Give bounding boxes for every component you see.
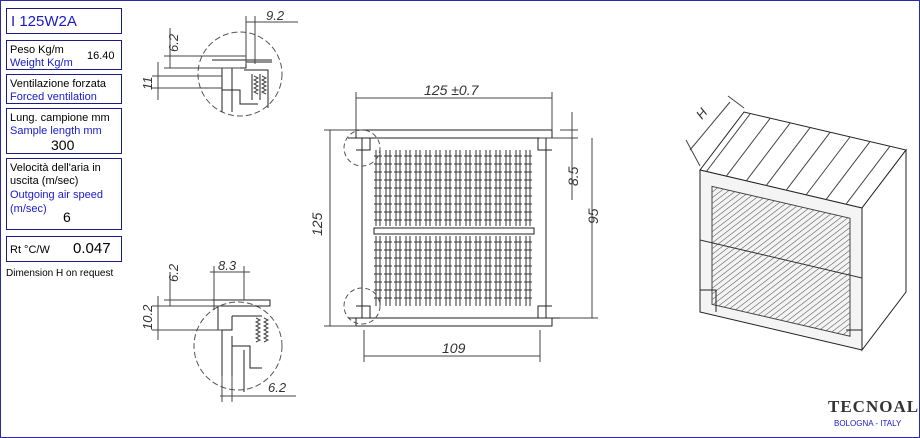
- title-box: I 125W2A: [6, 8, 122, 34]
- fin: [454, 236, 462, 306]
- iso-top-groove: [805, 136, 851, 196]
- dimension-note: Dimension H on request: [6, 268, 114, 279]
- product-code: I 125W2A: [11, 13, 77, 30]
- ventilation-box: Ventilazione forzata Forced ventilation: [6, 74, 122, 104]
- bottom-width-dim: 8.3: [218, 258, 237, 273]
- fin: [394, 236, 402, 306]
- air-speed-label-it-1: Velocità dell'aria in: [10, 162, 101, 174]
- top-detail-view: [152, 16, 298, 117]
- air-speed-label-en-1: Outgoing air speed: [10, 189, 103, 201]
- fin: [484, 236, 492, 306]
- bottom-detail-view: [152, 266, 296, 402]
- fin: [524, 236, 532, 306]
- main-height-dim: 125: [309, 212, 325, 236]
- fin: [424, 236, 432, 306]
- fin: [474, 150, 482, 226]
- fin: [464, 236, 472, 306]
- bottom-foot-dim: 6.2: [268, 380, 287, 395]
- fin: [444, 150, 452, 226]
- fin: [504, 150, 512, 226]
- fin: [404, 150, 412, 226]
- bottom-width-main-dim: 109: [442, 340, 466, 356]
- main-width-dim: 125 ±0.7: [424, 82, 480, 98]
- bottom-h2-dim: 10.2: [140, 304, 155, 330]
- fin: [524, 150, 532, 226]
- weight-box: Peso Kg/m Weight Kg/m 16.40: [6, 40, 122, 70]
- fin: [514, 236, 522, 306]
- fin: [434, 236, 442, 306]
- isometric-view: [685, 95, 907, 352]
- bottom-h1-dim: 6.2: [166, 263, 181, 282]
- rt-label: Rt °C/W: [10, 244, 50, 256]
- iso-top-groove: [765, 127, 811, 187]
- iso-top-groove: [845, 145, 891, 205]
- iso-top-groove: [725, 118, 771, 177]
- air-speed-box: Velocità dell'aria in uscita (m/sec) Out…: [6, 158, 122, 230]
- iso-top-groove: [705, 113, 751, 173]
- fin: [414, 236, 422, 306]
- fin: [434, 150, 442, 226]
- iso-h-dim: H: [693, 105, 711, 122]
- fin: [374, 236, 382, 306]
- fin: [374, 150, 382, 226]
- right-big-dim: 95: [585, 208, 601, 224]
- iso-top-groove: [785, 132, 831, 191]
- fin: [394, 150, 402, 226]
- fin: [514, 150, 522, 226]
- fin: [424, 150, 432, 226]
- fin: [444, 236, 452, 306]
- weight-label-it: Peso Kg/m: [10, 44, 64, 56]
- top-width-dim: 9.2: [266, 8, 285, 23]
- sample-length-box: Lung. campione mm Sample length mm 300: [6, 108, 122, 154]
- fin: [454, 150, 462, 226]
- sample-length-label-it: Lung. campione mm: [10, 112, 110, 124]
- weight-label-en: Weight Kg/m: [10, 57, 73, 69]
- air-speed-value: 6: [63, 209, 71, 225]
- fin: [384, 150, 392, 226]
- fin: [474, 236, 482, 306]
- logo-city: BOLOGNA - ITALY: [834, 419, 902, 428]
- fin-group: [374, 150, 532, 306]
- rt-value: 0.047: [73, 240, 111, 257]
- top-h1-dim: 6.2: [166, 33, 181, 52]
- iso-fin-lines: [705, 113, 891, 205]
- fin: [484, 150, 492, 226]
- fin: [404, 236, 412, 306]
- right-small-dim: 8.5: [565, 166, 581, 186]
- iso-top-groove: [745, 122, 791, 182]
- iso-top-groove: [825, 141, 871, 200]
- air-speed-label-it-2: uscita (m/sec): [10, 175, 79, 187]
- air-speed-label-en-2: (m/sec): [10, 203, 47, 215]
- logo-name: TECNOAL: [828, 397, 920, 416]
- fin: [464, 150, 472, 226]
- ventilation-label-en: Forced ventilation: [10, 91, 97, 103]
- fin: [504, 236, 512, 306]
- top-h2-dim: 11: [140, 77, 155, 91]
- ventilation-label-it: Ventilazione forzata: [10, 78, 107, 90]
- sample-length-label-en: Sample length mm: [10, 125, 102, 137]
- fin: [494, 150, 502, 226]
- weight-value: 16.40: [87, 50, 115, 62]
- rt-box: Rt °C/W 0.047: [6, 236, 122, 262]
- main-section-view: [324, 92, 598, 362]
- sample-length-value: 300: [51, 137, 75, 153]
- fin: [384, 236, 392, 306]
- fin: [414, 150, 422, 226]
- fin: [494, 236, 502, 306]
- company-logo: TECNOAL BOLOGNA - ITALY: [826, 398, 918, 432]
